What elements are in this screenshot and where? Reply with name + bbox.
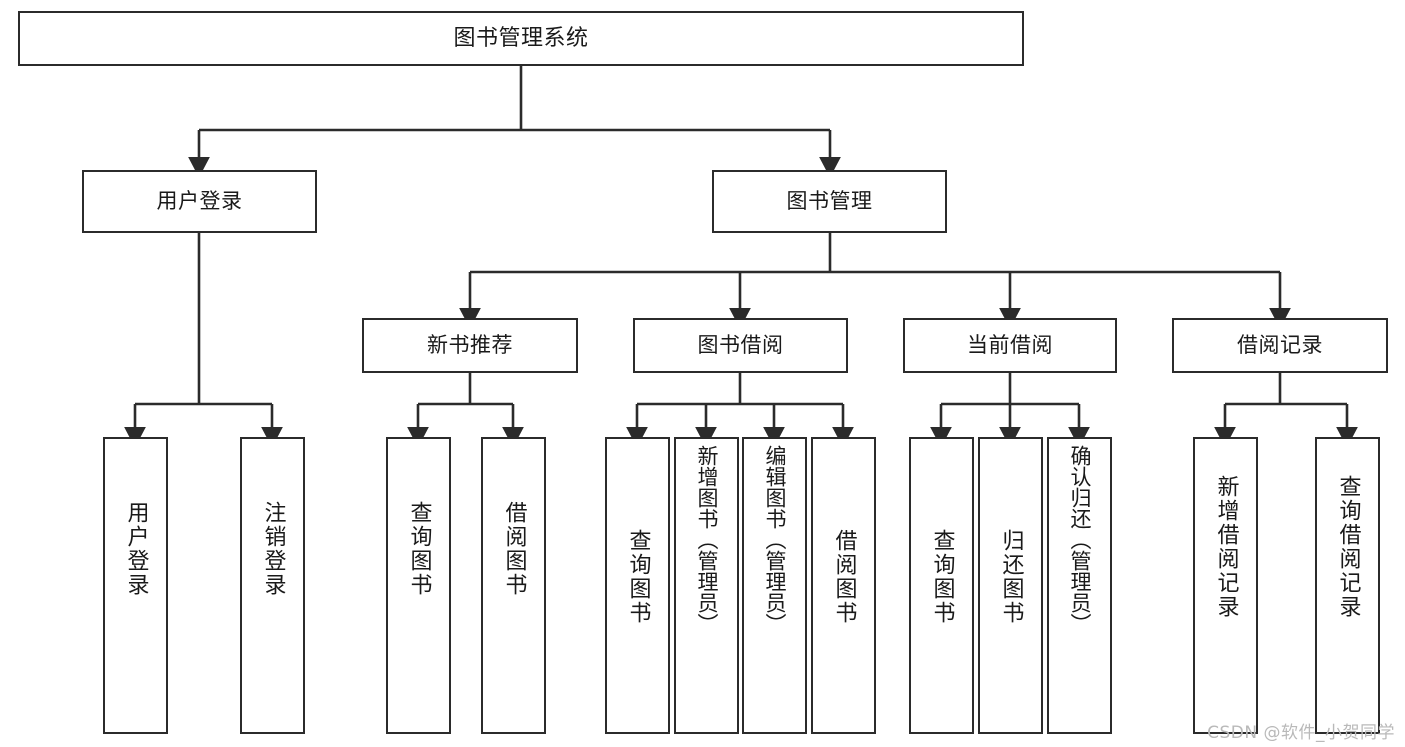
leaf-return-book[interactable]: 归还图书 [978,437,1043,734]
leaf-confirm-return-admin[interactable]: 确认归还（管理员） [1047,437,1112,734]
leaf-add-book-admin[interactable]: 新增图书（管理员） [674,437,739,734]
node-label: 借阅图书 [831,529,857,625]
node-label: 查询借阅记录 [1335,475,1361,619]
node-label: 用户登录 [123,501,149,597]
node-label: 新书推荐 [427,333,513,358]
leaf-add-borrow-record[interactable]: 新增借阅记录 [1193,437,1258,734]
leaf-query-book-recommend[interactable]: 查询图书 [386,437,451,734]
leaf-user-login[interactable]: 用户登录 [103,437,168,734]
node-new-book-recommend[interactable]: 新书推荐 [362,318,578,373]
leaf-query-book-borrow[interactable]: 查询图书 [605,437,670,734]
leaf-logout-login[interactable]: 注销登录 [240,437,305,734]
node-label: 编辑图书（管理员） [763,445,787,634]
node-label: 用户登录 [156,189,243,214]
node-borrow-record[interactable]: 借阅记录 [1172,318,1388,373]
node-label: 归还图书 [998,529,1024,625]
node-label: 查询图书 [625,529,651,625]
node-label: 图书管理系统 [453,25,589,51]
node-label: 注销登录 [260,501,286,597]
node-label: 新增借阅记录 [1213,475,1239,619]
node-user-login[interactable]: 用户登录 [82,170,317,233]
node-label: 图书管理 [786,189,873,214]
leaf-borrow-book-recommend[interactable]: 借阅图书 [481,437,546,734]
node-current-borrow[interactable]: 当前借阅 [903,318,1117,373]
node-label: 图书借阅 [697,333,784,358]
node-label: 借阅记录 [1237,333,1323,358]
node-label: 借阅图书 [501,501,527,597]
node-label: 当前借阅 [967,333,1053,358]
node-book-borrow[interactable]: 图书借阅 [633,318,848,373]
node-label: 查询图书 [929,529,955,625]
leaf-query-borrow-record[interactable]: 查询借阅记录 [1315,437,1380,734]
node-label: 确认归还（管理员） [1068,445,1092,634]
leaf-borrow-book[interactable]: 借阅图书 [811,437,876,734]
node-book-management[interactable]: 图书管理 [712,170,947,233]
node-label: 新增图书（管理员） [695,445,719,634]
node-root-system[interactable]: 图书管理系统 [18,11,1024,66]
leaf-query-book-current[interactable]: 查询图书 [909,437,974,734]
csdn-watermark: CSDN @软件_小贺同学 [1207,723,1395,743]
leaf-edit-book-admin[interactable]: 编辑图书（管理员） [742,437,807,734]
node-label: 查询图书 [406,501,432,597]
